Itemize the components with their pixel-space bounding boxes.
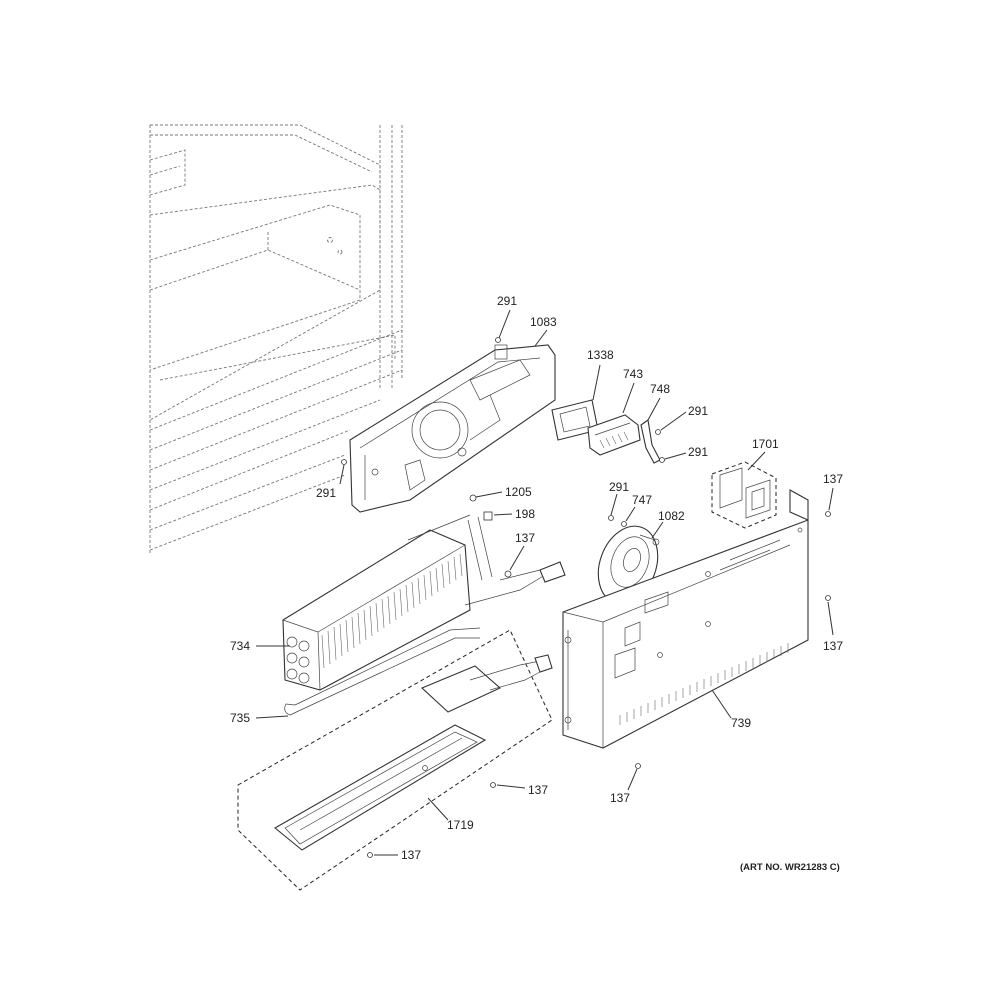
callout-137-bottom-center: 137 — [610, 791, 630, 805]
callout-137-evaporator: 137 — [515, 531, 535, 545]
drain-pan-group-outline — [237, 629, 553, 891]
callout-1338: 1338 — [587, 348, 614, 362]
callout-198: 198 — [515, 507, 535, 521]
callout-1701: 1701 — [752, 437, 779, 451]
callout-137-top-right: 137 — [823, 472, 843, 486]
callout-748: 748 — [650, 382, 670, 396]
callout-1205: 1205 — [505, 485, 532, 499]
defrost-heater-735 — [284, 627, 481, 716]
leader-lines — [255, 309, 834, 856]
callout-labels: 291 1083 1338 743 748 291 291 1701 291 1… — [230, 294, 843, 873]
drain-pan-1719 — [274, 724, 487, 851]
callout-137-right: 137 — [823, 639, 843, 653]
callout-735: 735 — [230, 711, 250, 725]
foil-heater-pad — [420, 654, 553, 713]
callout-1719: 1719 — [447, 818, 474, 832]
callout-291-left: 291 — [316, 486, 336, 500]
callout-747: 747 — [632, 493, 652, 507]
cabinet-outline — [149, 124, 403, 555]
art-number: (ART NO. WR21283 C) — [740, 862, 840, 873]
evaporator-coil-734 — [282, 514, 566, 691]
callout-739: 739 — [731, 716, 751, 730]
callout-1083: 1083 — [530, 315, 557, 329]
callout-137-drain-pan: 137 — [528, 783, 548, 797]
callout-734: 734 — [230, 639, 250, 653]
cover-assembly-1701 — [711, 461, 777, 529]
bracket-748 — [640, 419, 661, 464]
callout-291-fan: 291 — [609, 480, 629, 494]
callout-137-bottom-left: 137 — [401, 848, 421, 862]
rear-panel-739 — [562, 489, 809, 749]
callout-1082: 1082 — [658, 509, 685, 523]
callout-291-lower-right: 291 — [688, 445, 708, 459]
evaporator-cover-1083 — [349, 344, 556, 513]
callout-743: 743 — [623, 367, 643, 381]
damper-control-743 — [587, 414, 641, 456]
callout-291-top: 291 — [497, 294, 517, 308]
screw-fasteners — [341, 337, 831, 858]
callout-291-upper-right: 291 — [688, 404, 708, 418]
